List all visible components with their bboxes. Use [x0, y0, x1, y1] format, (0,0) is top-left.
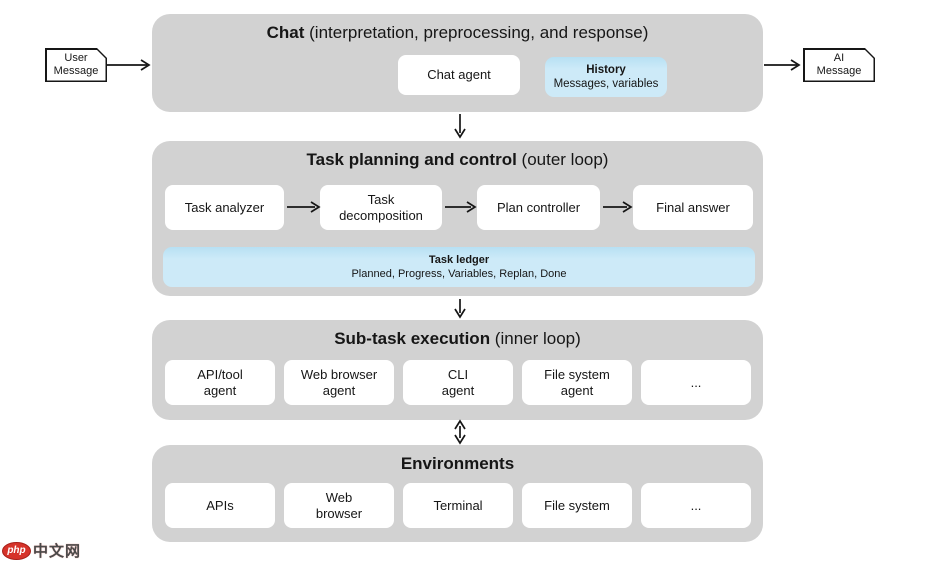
user-message-label: User Message — [47, 50, 106, 81]
environments-title: Environments — [152, 454, 763, 474]
arrow-planning-to-subtask-icon — [454, 299, 466, 319]
environments-title-bold: Environments — [400, 454, 515, 473]
history-subtitle: Messages, variables — [553, 78, 659, 90]
arrow-subtask-environments-bidirectional-icon — [454, 419, 466, 445]
web-browser-box: Web browser — [284, 483, 394, 528]
subtask-title-bold: Sub-task execution — [334, 329, 491, 348]
task-ledger-title: Task ledger — [428, 254, 490, 266]
watermark-text: 中文网 — [33, 543, 82, 560]
task-ledger-subtitle: Planned, Progress, Variables, Replan, Do… — [351, 268, 567, 280]
task-planning-title-bold: Task planning and control — [306, 150, 517, 169]
environments-section: Environments APIs Web browser Terminal F… — [152, 445, 763, 542]
apis-box: APIs — [165, 483, 275, 528]
more-environments-box: ... — [641, 483, 751, 528]
more-agents-box: ... — [641, 360, 751, 405]
ai-message-note: AI Message — [803, 48, 875, 82]
php-logo-icon: php — [2, 541, 31, 560]
history-title: History — [586, 64, 626, 76]
chat-title-bold: Chat — [266, 23, 305, 42]
chat-section-title: Chat (interpretation, preprocessing, and… — [152, 23, 763, 43]
subtask-title: Sub-task execution (inner loop) — [152, 329, 763, 349]
task-planning-title: Task planning and control (outer loop) — [152, 150, 763, 170]
api-tool-agent-box: API/tool agent — [165, 360, 275, 405]
task-ledger-store: Task ledger Planned, Progress, Variables… — [163, 247, 755, 287]
task-decomposition-box: Task decomposition — [320, 185, 442, 230]
subtask-execution-section: Sub-task execution (inner loop) API/tool… — [152, 320, 763, 420]
file-system-agent-box: File system agent — [522, 360, 632, 405]
subtask-title-rest: (inner loop) — [490, 329, 581, 348]
chat-section: Chat (interpretation, preprocessing, and… — [152, 14, 763, 112]
task-planning-section: Task planning and control (outer loop) T… — [152, 141, 763, 296]
web-browser-agent-box: Web browser agent — [284, 360, 394, 405]
plan-controller-box: Plan controller — [477, 185, 600, 230]
arrow-chat-to-planning-icon — [454, 114, 466, 139]
chat-title-rest: (interpretation, preprocessing, and resp… — [304, 23, 649, 42]
chat-agent-box: Chat agent — [398, 55, 520, 95]
final-answer-box: Final answer — [633, 185, 753, 230]
arrow-user-to-chat-icon — [107, 59, 151, 71]
file-system-box: File system — [522, 483, 632, 528]
arrow-chat-to-ai-icon — [764, 59, 801, 71]
task-analyzer-box: Task analyzer — [165, 185, 284, 230]
terminal-box: Terminal — [403, 483, 513, 528]
task-planning-title-rest: (outer loop) — [516, 150, 609, 169]
history-store: History Messages, variables — [545, 57, 667, 97]
ai-message-label: AI Message — [805, 50, 874, 81]
cli-agent-box: CLI agent — [403, 360, 513, 405]
user-message-note: User Message — [45, 48, 107, 82]
php-cn-watermark: php 中文网 — [2, 540, 81, 561]
